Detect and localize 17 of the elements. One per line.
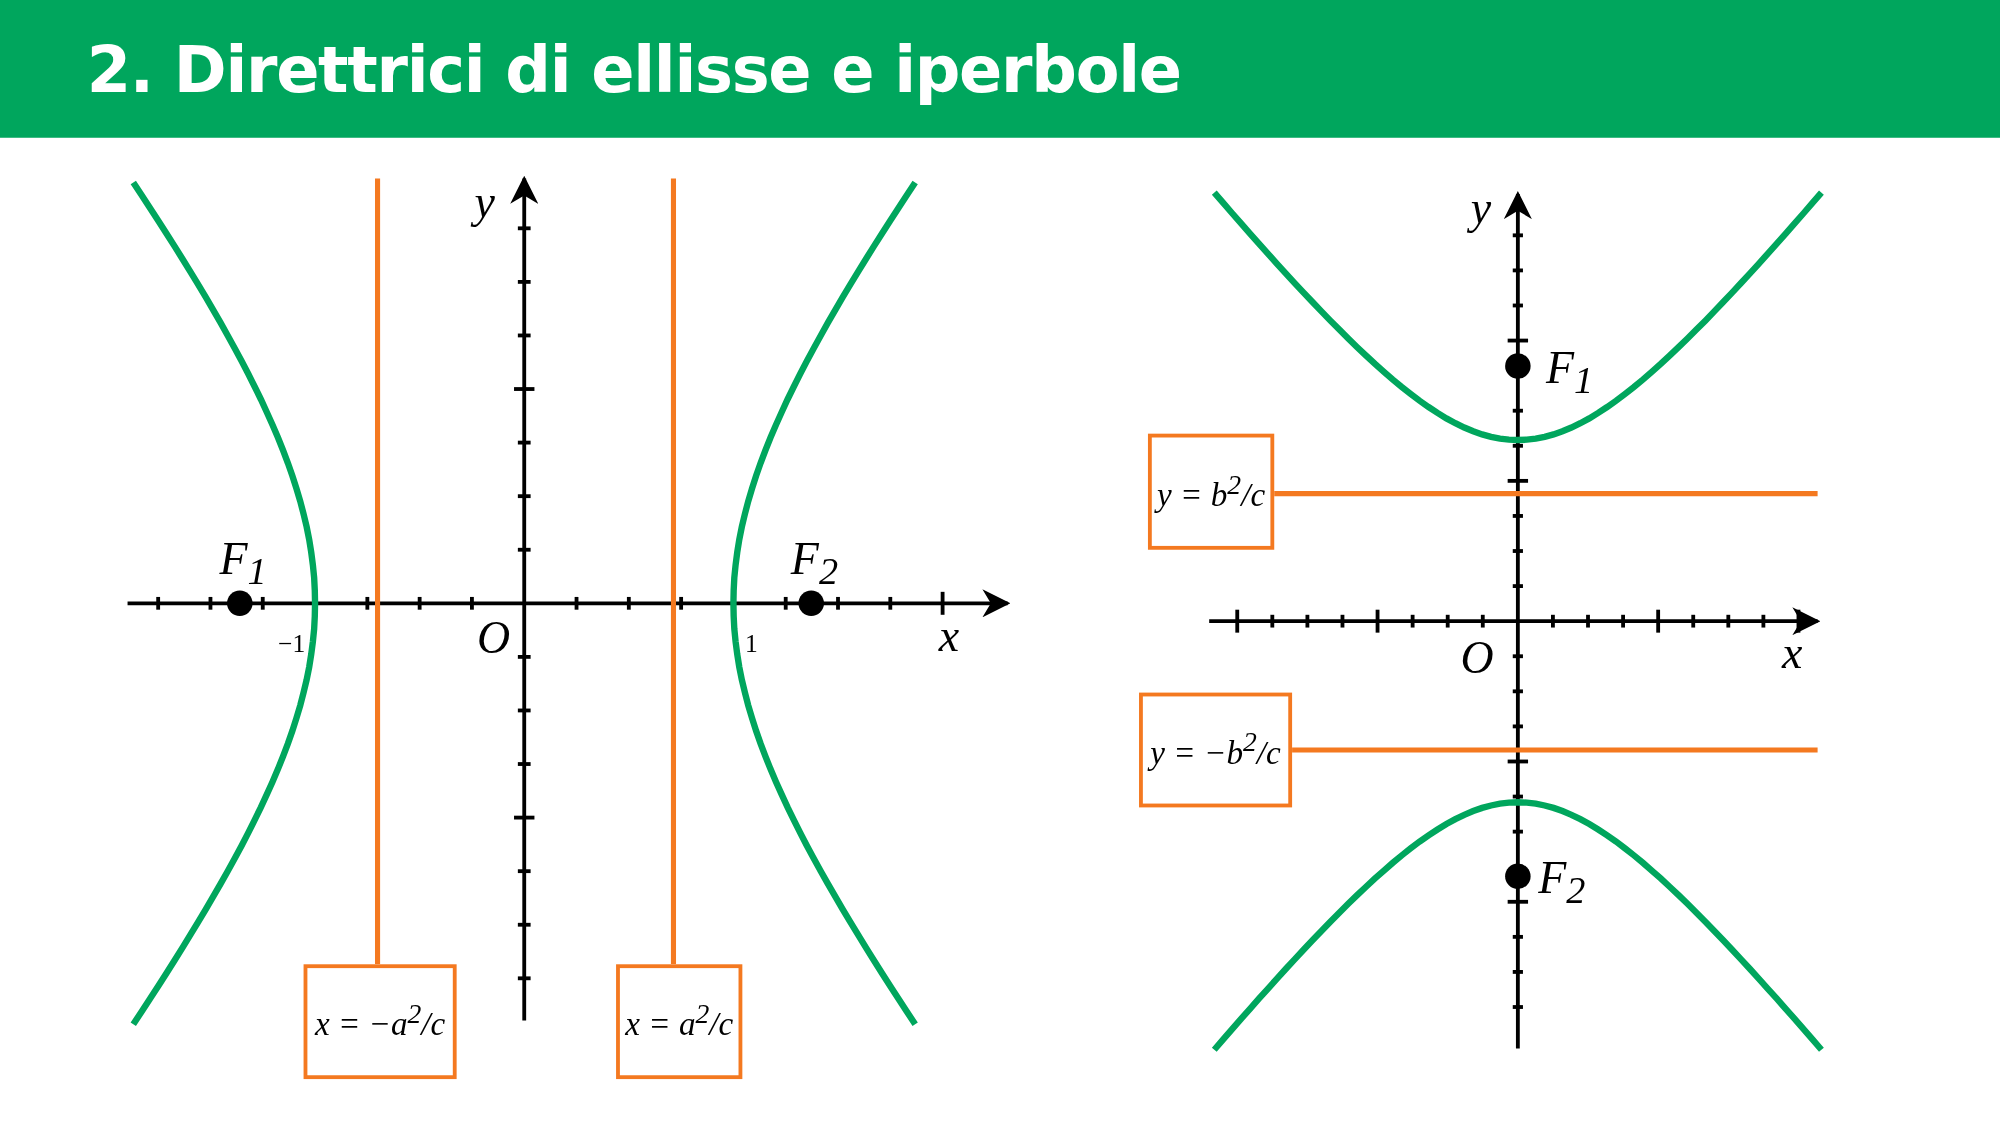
formula-box [1139,692,1293,808]
axis-label: x [1781,630,1803,676]
origin-label: O [477,614,511,661]
focus-label: F$_{1}$ [1545,344,1594,400]
formula-box [303,964,457,1080]
formula-box [1147,433,1275,550]
formula-box [616,964,743,1080]
axis-label: x [938,612,960,659]
focus-label: F$_{2}$ [790,535,838,591]
tick-label: 1 [744,630,758,656]
directrix-equation: x = −a$^{2}$/c [314,998,446,1045]
focus-label: F$_{2}$ [1538,854,1586,910]
tick-label: −1 [278,630,306,656]
slide-title: 2. Direttrici di ellisse e iperbole [86,33,1181,108]
directrix-equation: x = a$^{2}$/c [625,998,734,1045]
origin-label: O [1460,635,1494,682]
focus-label: F$_{1}$ [219,535,267,591]
